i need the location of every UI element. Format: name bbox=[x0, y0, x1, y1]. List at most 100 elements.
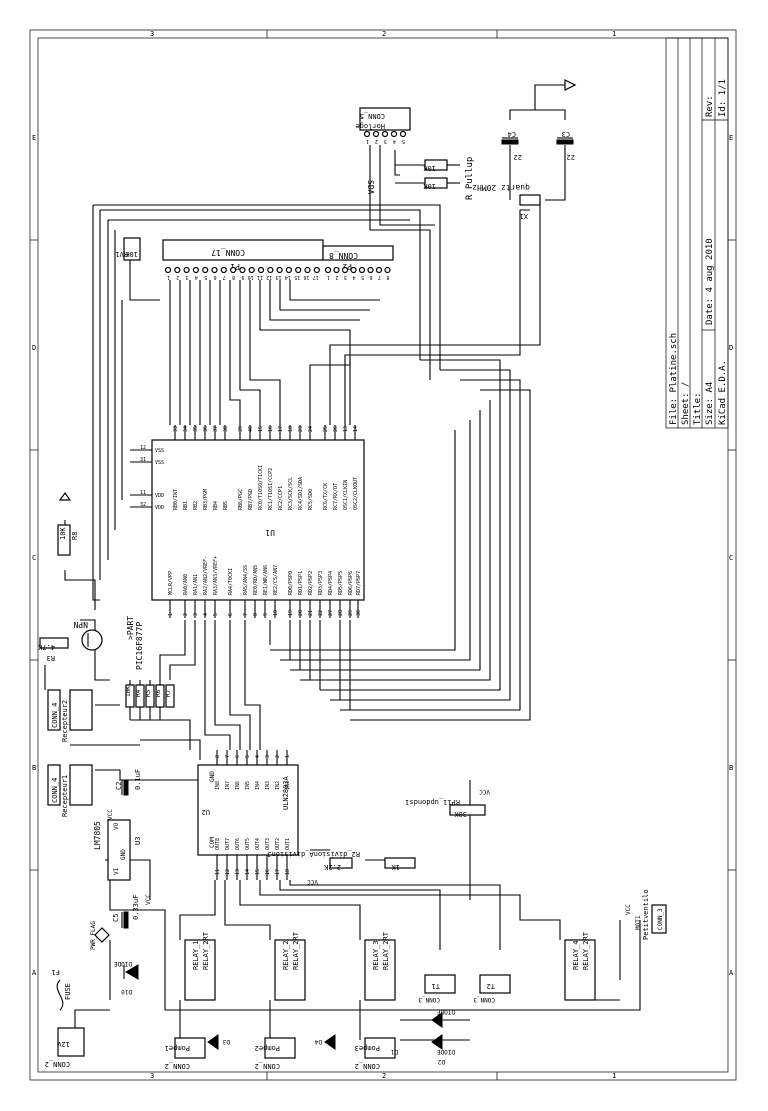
pin-circle bbox=[350, 266, 357, 274]
relay-1-value: RELAY_2RT bbox=[202, 931, 210, 970]
pin-number: 18 bbox=[285, 869, 291, 875]
vcc-label: VCC bbox=[107, 809, 114, 820]
connector-recepteur1: CONN_4 Recepteur1 bbox=[47, 764, 93, 817]
pin-circle bbox=[192, 266, 199, 274]
pin-number: 1 bbox=[366, 138, 369, 144]
pin-number: 11 bbox=[140, 490, 146, 496]
pin-name: VDD bbox=[155, 505, 164, 511]
pin-name: OUT4 bbox=[255, 838, 261, 850]
relay-3-value: RELAY_2RT bbox=[382, 931, 390, 970]
pin-number: 7 bbox=[243, 613, 249, 616]
pin-name: IN7 bbox=[225, 781, 231, 790]
fuse-ref: F1 bbox=[52, 968, 60, 976]
pin-number: 33 bbox=[173, 426, 179, 432]
pin-number: 3 bbox=[193, 613, 199, 616]
pin-name: RC7/RX/DT bbox=[333, 483, 339, 510]
pin-number: 30 bbox=[356, 610, 362, 616]
u2-gnd: GND bbox=[209, 771, 216, 782]
c2-ref: C2 bbox=[115, 782, 123, 790]
r1-value: 1K bbox=[391, 863, 400, 871]
frame-mark: 3 bbox=[150, 1072, 154, 1080]
pin-name: RA5/AN4/SS bbox=[243, 565, 249, 595]
pin-number: 15 bbox=[294, 274, 300, 280]
frame-marks-bottom: 3 2 1 bbox=[150, 1072, 616, 1080]
fuse-f1: FUSE F1 bbox=[52, 968, 72, 1011]
c3-value: 22 bbox=[567, 153, 575, 161]
transistor-npn: NPN bbox=[73, 620, 103, 651]
diode-bridge: DIODE DIODE D2 bbox=[431, 1008, 455, 1065]
pin-name: IN3 bbox=[265, 781, 271, 790]
sda-label: SDA bbox=[366, 180, 375, 195]
pin-number: 34 bbox=[183, 426, 189, 432]
frame-marks-left: E D C B A bbox=[32, 134, 37, 977]
pompe1-ref: Pompe1 bbox=[165, 1044, 190, 1052]
d1-ref: D1 bbox=[390, 1048, 398, 1055]
pin-circle bbox=[239, 266, 246, 274]
frame-mark: E bbox=[729, 134, 733, 142]
r6-ref: R6 bbox=[155, 689, 162, 697]
pin-number: 16 bbox=[303, 274, 309, 280]
pin-number: 3 bbox=[344, 274, 347, 280]
pin-number: 12 bbox=[140, 445, 146, 451]
pin-name: RA2/AN2/VREF- bbox=[203, 556, 209, 595]
r4-value: 10K bbox=[125, 686, 132, 697]
pin-number: 3 bbox=[384, 138, 387, 144]
pin-number: 14 bbox=[285, 274, 291, 280]
pin-number: 38 bbox=[223, 426, 229, 432]
pin-name: OSC2/CLKOUT bbox=[353, 477, 359, 510]
crystal-x1: X1 quartz 20MHz bbox=[472, 183, 541, 220]
pin-number: 13 bbox=[276, 274, 282, 280]
frame-mark: C bbox=[729, 554, 733, 562]
pin-number: 37 bbox=[213, 426, 219, 432]
pin-number: 27 bbox=[328, 610, 334, 616]
pin-number: 29 bbox=[348, 610, 354, 616]
pin-name: OUT6 bbox=[235, 838, 241, 850]
pwr-flag-label: PWR_FLAG bbox=[90, 921, 97, 950]
pin-number: 19 bbox=[288, 610, 294, 616]
regulator-vi: VI bbox=[113, 867, 120, 875]
pin-circle bbox=[313, 266, 320, 274]
u2-output-pins: 18OUT117OUT216OUT315OUT414OUT513OUT612OU… bbox=[215, 838, 291, 880]
pin-number: 4 bbox=[255, 755, 261, 758]
t2-value: CONN_3 bbox=[473, 996, 495, 1003]
pin-number: 7 bbox=[223, 274, 226, 280]
pin-number: 39 bbox=[238, 426, 244, 432]
pin-name: RC6/TX/CK bbox=[323, 483, 329, 510]
pin-number: 8 bbox=[386, 274, 389, 280]
pin-number: 5 bbox=[213, 613, 219, 616]
title-title: Title: bbox=[693, 392, 703, 425]
pin-name: OUT3 bbox=[265, 838, 271, 850]
pompe3-ref: Pompe3 bbox=[355, 1044, 380, 1052]
pin-circle bbox=[384, 266, 391, 274]
c4-ref: C4 bbox=[508, 130, 516, 138]
capacitor-c2: C2 0.1uF bbox=[115, 769, 142, 796]
capacitor-c5: C5 0.33uF bbox=[112, 895, 140, 929]
d3-ref: D3 bbox=[222, 1038, 230, 1045]
regulator-vo: VO bbox=[113, 822, 120, 830]
pin-circle bbox=[285, 266, 292, 274]
pompe1-value: CONN_2 bbox=[165, 1062, 190, 1070]
horloge-ref: Horloge bbox=[355, 122, 385, 130]
pin-number: 17 bbox=[278, 426, 284, 432]
pin-number: 5 bbox=[402, 138, 405, 144]
resistor-rp1: 30K RP11_updonds1 bbox=[405, 798, 486, 818]
pin-number: 4 bbox=[352, 274, 355, 280]
pin-circle bbox=[363, 130, 371, 138]
relay-4: RELAY_4 RELAY_2RT bbox=[564, 931, 596, 1001]
pin-name: RB4 bbox=[213, 501, 219, 510]
pin-circle bbox=[295, 266, 302, 274]
pin-number: 17 bbox=[313, 274, 319, 280]
pin-number: 23 bbox=[298, 426, 304, 432]
connector-recepteur2: CONN_4 Recepteur2 bbox=[47, 689, 93, 742]
vcc-label: VCC bbox=[145, 894, 152, 905]
pin-name: OUT2 bbox=[275, 838, 281, 850]
connector-petitventilo: CONN_3 Petitventilo MOT1 bbox=[635, 889, 667, 940]
recepteur1-ref: Recepteur1 bbox=[61, 775, 69, 817]
pin-number: 7 bbox=[225, 755, 231, 758]
connector-pompe3: Pompe3 CONN_2 D1 bbox=[355, 1037, 398, 1070]
connector-pompe2: Pompe2 CONN_2 D4 bbox=[255, 1034, 336, 1070]
sheet-frame bbox=[29, 29, 737, 1081]
